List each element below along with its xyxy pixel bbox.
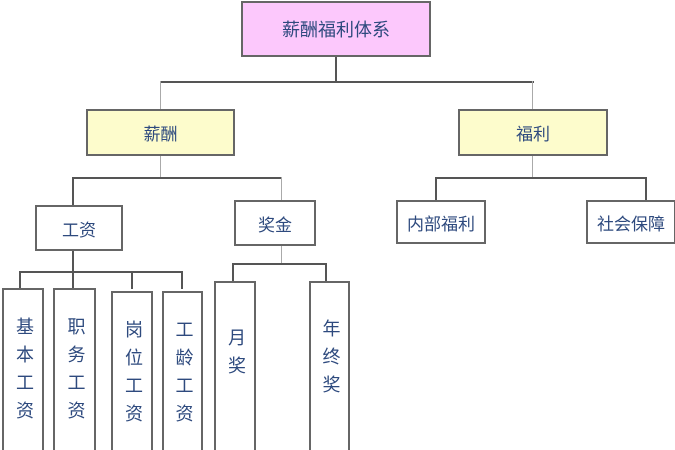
connector (19, 271, 182, 273)
connector (532, 81, 533, 110)
connector (131, 271, 133, 289)
connector (232, 263, 327, 265)
connector (532, 155, 533, 178)
connector (232, 263, 234, 281)
connector (281, 177, 282, 200)
connector (645, 177, 647, 200)
connector (72, 177, 282, 179)
connector (160, 81, 161, 110)
connector (435, 177, 437, 200)
connector (281, 245, 282, 264)
connector (160, 155, 161, 178)
connector (181, 271, 183, 289)
node-basic-salary: 基本工资 (2, 288, 44, 450)
node-post-salary: 岗位工资 (111, 291, 153, 450)
connector (435, 177, 647, 179)
node-internal-welfare: 内部福利 (396, 200, 486, 244)
connector (19, 271, 21, 289)
connector (72, 271, 74, 289)
node-compensation: 薪酬 (86, 109, 235, 156)
node-bonus: 奖金 (234, 200, 316, 246)
node-salary: 工资 (35, 205, 123, 251)
connector (72, 250, 74, 272)
node-position-salary: 职务工资 (53, 288, 96, 450)
node-monthly-bonus: 月奖 (214, 281, 256, 450)
node-root: 薪酬福利体系 (241, 1, 431, 57)
node-social-security: 社会保障 (586, 200, 675, 244)
node-annual-bonus: 年终奖 (309, 281, 350, 450)
node-welfare: 福利 (458, 109, 608, 156)
connector (325, 263, 327, 281)
node-seniority-salary: 工龄工资 (162, 291, 203, 450)
connector (72, 177, 74, 205)
connector (160, 81, 534, 83)
connector (335, 56, 337, 83)
